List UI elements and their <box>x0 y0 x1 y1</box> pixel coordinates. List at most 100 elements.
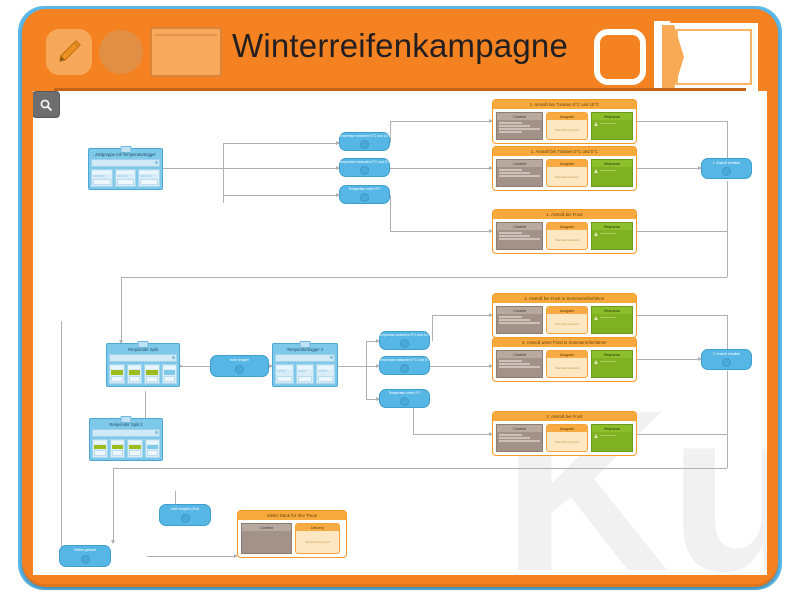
connector <box>727 181 728 277</box>
card-title: 1. Anstoß bei Frost <box>493 210 636 219</box>
node-searchbar <box>109 353 177 362</box>
arrow <box>489 228 493 233</box>
connector <box>637 168 701 169</box>
cell-label: Ausgabe <box>547 307 588 314</box>
header-right-icons <box>594 21 760 93</box>
connector <box>121 277 122 343</box>
node-condition-t2a[interactable]: Temperatur zwischen 5°C und 10°C <box>378 331 431 350</box>
card-cell-content[interactable]: Content <box>496 159 544 187</box>
node-searchbar <box>92 428 160 437</box>
connector <box>432 315 492 316</box>
card-cell-delivery[interactable]: Delivery Standard Versand <box>295 523 340 554</box>
cell-label: Response <box>592 113 632 120</box>
book-icon[interactable] <box>650 21 760 93</box>
node-dot-icon <box>235 364 244 374</box>
node-label: Zielgruppe mit Temperaturtrigger <box>95 152 156 157</box>
node-condition-t1b[interactable]: Temperatur zwischen 0°C und 5°C <box>339 158 390 177</box>
card-cell-output[interactable]: Ausgabe Standard Versand <box>546 222 589 250</box>
arrow <box>336 165 340 170</box>
node-condition-t1c[interactable]: Temperatur unter 0°C <box>339 185 390 204</box>
cell-label: Response <box>592 351 632 358</box>
card-icon[interactable] <box>150 27 222 77</box>
card-cell-response[interactable]: Response <box>591 159 633 187</box>
connector <box>223 143 224 203</box>
card-message-6[interactable]: 2. Anstoß bei Frost Content Ausgabe Stan… <box>492 411 637 456</box>
node-label: Temperatur zwischen 5°C und 10°C <box>337 134 392 138</box>
cell-body: Standard Versand <box>555 365 580 370</box>
screen-icon[interactable] <box>594 29 646 85</box>
card-cell-output[interactable]: Ausgabe Standard Versand <box>546 112 589 140</box>
node-handle-icon <box>120 416 132 423</box>
node-responder-split-1[interactable]: Responder Split <box>106 341 180 387</box>
node-label: Temperaturtrigger 2 <box>286 347 324 352</box>
circle-avatar-icon[interactable] <box>99 30 143 74</box>
node-exit-1[interactable]: 1. Anstoß erhalten <box>701 158 752 179</box>
arrow <box>336 140 340 145</box>
node-dot-icon <box>360 140 369 149</box>
card-cell-output[interactable]: Ausgabe Standard Versand <box>546 306 589 334</box>
card-cell-content[interactable]: Content <box>496 112 544 140</box>
card-cell-content[interactable]: Content <box>496 350 544 378</box>
card-message-4[interactable]: 2. Anstoß bei Frost in Sommerreifenfahre… <box>492 293 637 338</box>
node-column <box>138 168 161 187</box>
node-tires-bought[interactable]: Reifen gekauft <box>59 545 111 567</box>
node-column <box>109 363 125 384</box>
card-cell-response[interactable]: Response <box>591 112 633 140</box>
card-message-3[interactable]: 1. Anstoß bei Frost Content Ausgabe Stan… <box>492 209 637 254</box>
card-cell-output[interactable]: Ausgabe Standard Versand <box>546 350 589 378</box>
connector <box>390 366 492 367</box>
card-cell-content[interactable]: Content <box>496 222 544 250</box>
card-thank-you[interactable]: Vielen Dank für Ihre Treue Content Deliv… <box>237 510 347 558</box>
node-label: 2. Anstoß erhalten <box>712 351 741 356</box>
node-not-reacted-1[interactable]: nicht reagiert <box>210 355 269 377</box>
node-dot-icon <box>400 397 409 406</box>
card-message-2[interactable]: 1. Anstoß bei Tuvaren 0°C und 5°C Conten… <box>492 146 637 191</box>
connector <box>147 556 237 557</box>
card-title: 2. Anstoß bei Frost in Sommerreifenfahre… <box>493 294 636 303</box>
node-dot-icon <box>400 339 409 348</box>
connector <box>113 468 219 469</box>
connector <box>113 468 114 543</box>
connector <box>637 434 727 435</box>
node-condition-t2b[interactable]: Temperatur zwischen 0°C und 5°C <box>379 356 430 375</box>
card-message-5[interactable]: 2. Anstoß wenn Frost in Sommerreifenfahr… <box>492 337 637 382</box>
card-title: 1. Anstoß bei Tuvaren 0°C und 5°C <box>493 147 636 156</box>
card-title: 2. Anstoß wenn Frost in Sommerreifenfahr… <box>493 338 636 347</box>
node-column <box>91 168 113 187</box>
card-cell-response[interactable]: Response <box>591 350 633 378</box>
connector <box>163 168 223 169</box>
pencil-icon[interactable] <box>46 29 92 75</box>
card-cell-content[interactable]: Content <box>496 306 544 334</box>
connector <box>637 121 727 122</box>
card-cell-content[interactable]: Content <box>241 523 292 554</box>
card-cell-response[interactable]: Response <box>591 306 633 334</box>
card-message-1[interactable]: 1. Anstoß bei Tuvaren 5°C und 10°C Conte… <box>492 99 637 144</box>
card-cell-response[interactable]: Response <box>591 424 633 452</box>
card-cell-output[interactable]: Ausgabe Standard Versand <box>546 159 589 187</box>
card-cell-output[interactable]: Ausgabe Standard Versand <box>546 424 589 452</box>
diagram-canvas[interactable]: Ku <box>33 91 767 575</box>
card-cell-response[interactable]: Response <box>591 222 633 250</box>
connector <box>121 277 727 278</box>
node-condition-t2c[interactable]: Temperatur unter 0°C <box>379 389 430 408</box>
arrow <box>376 338 380 343</box>
node-audience-1[interactable]: Zielgruppe mit Temperaturtrigger <box>88 146 163 190</box>
connector <box>223 143 339 144</box>
connector <box>223 195 339 196</box>
node-exit-2[interactable]: 2. Anstoß erhalten <box>701 349 752 370</box>
node-label: Reifen gekauft <box>74 548 96 553</box>
cell-body: Standard Versand <box>555 321 580 326</box>
node-condition-t1a[interactable]: Temperatur zwischen 5°C und 10°C <box>337 132 392 151</box>
node-column <box>114 168 137 187</box>
card-cell-content[interactable]: Content <box>496 424 544 452</box>
connector <box>727 315 728 359</box>
arrow <box>489 165 493 170</box>
node-dot-icon <box>400 364 409 373</box>
node-not-reacted-2[interactable]: nicht reagiert (Ruf) <box>159 504 211 526</box>
node-label: Responder Split 2 <box>109 422 143 427</box>
cell-label: Ausgabe <box>547 223 588 230</box>
node-responder-split-2[interactable]: Responder Split 2 <box>89 416 163 461</box>
card-title: 1. Anstoß bei Tuvaren 5°C und 10°C <box>493 100 636 109</box>
node-trigger-2[interactable]: Temperaturtrigger 2 <box>272 341 338 387</box>
search-icon[interactable] <box>33 91 60 118</box>
